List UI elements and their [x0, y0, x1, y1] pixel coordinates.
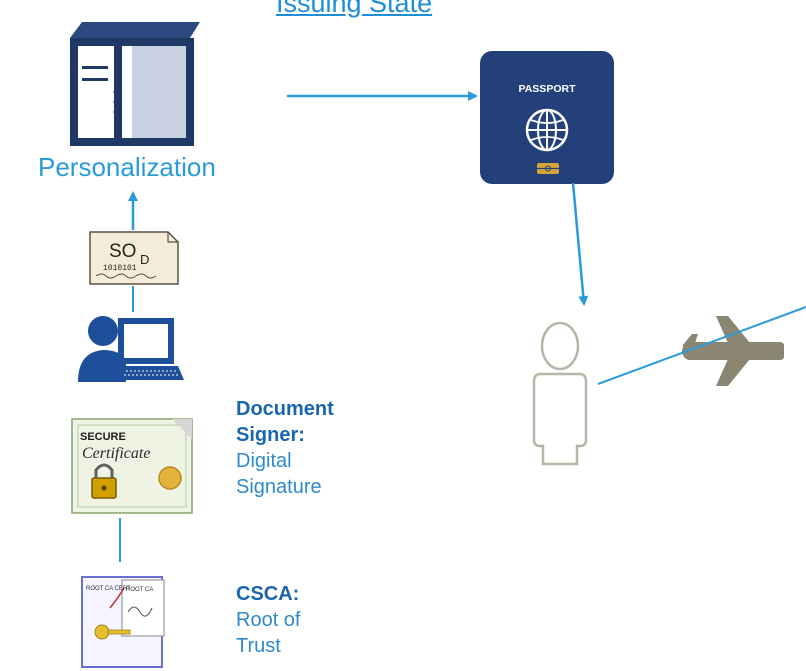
document-signer-text: Document Signer: Digital Signature [236, 396, 334, 500]
certificate-secure-label: SECURE [80, 431, 126, 443]
sod-subscript: D [140, 252, 149, 267]
personalization-label: Personalization [38, 152, 216, 182]
sod-document-icon [89, 231, 179, 285]
csca-desc-1: Root of [236, 609, 301, 631]
secure-certificate-icon [71, 418, 193, 514]
traveler-icon [532, 321, 588, 466]
csca-desc-2: Trust [236, 635, 281, 657]
arrow-passport-to-person [571, 182, 589, 306]
document-signer-desc-2: Signature [236, 476, 322, 498]
csca-certificate-icon [81, 576, 165, 668]
passport-icon [480, 51, 614, 184]
server-icon [70, 22, 200, 146]
csca-text: CSCA: Root of Trust [236, 581, 300, 659]
document-signer-title-1: Document [236, 398, 334, 420]
csca-cert-right-label: ROOT CA [126, 587, 153, 593]
csca-cert-left-label: ROOT CA CERT [86, 586, 131, 592]
airplane-icon [682, 316, 784, 386]
document-signer-desc-1: Digital [236, 450, 292, 472]
sod-bits: 1010101 [103, 264, 137, 273]
passport-label: PASSPORT [519, 83, 577, 95]
certificate-script-label: Certificate [82, 445, 150, 462]
travel-path-line [597, 306, 806, 385]
diagram-title: Issuing State [276, 0, 433, 18]
operator-computer-icon [78, 316, 184, 382]
csca-title: CSCA: [236, 583, 300, 605]
document-signer-title-2: Signer: [236, 424, 305, 446]
sod-label: SO [109, 241, 136, 262]
